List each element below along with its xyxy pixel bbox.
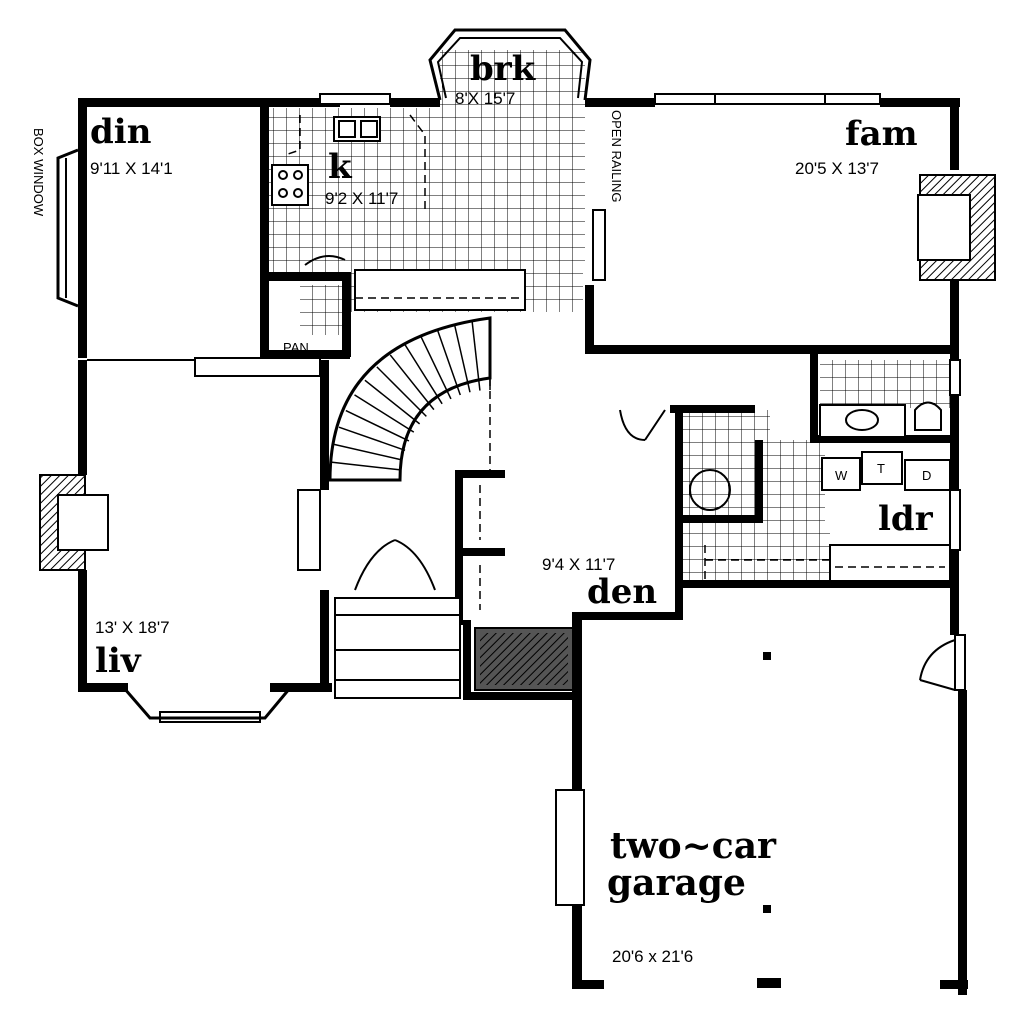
stair-tread: [453, 323, 471, 393]
stair-tread: [376, 366, 427, 417]
stair-tread: [389, 354, 435, 411]
stair-tread: [404, 344, 443, 405]
brk-dims: 8'X 15'7: [455, 89, 515, 108]
fireplace-family: [917, 174, 996, 281]
liv-dims: 13' X 18'7: [95, 618, 170, 637]
stair-tread: [338, 426, 406, 451]
fireplace-living: [39, 474, 109, 571]
pantry-label: PAN.: [283, 340, 312, 355]
stair-tread: [471, 320, 481, 391]
stair-tread: [436, 328, 461, 396]
staircase: [328, 316, 492, 482]
den-name: den: [587, 572, 657, 612]
doors: [87, 255, 956, 691]
garage-name-line2: garage: [607, 862, 746, 904]
stair-tread: [345, 409, 410, 442]
tub-label: T: [877, 461, 885, 476]
liv-name: liv: [95, 641, 142, 681]
garage-dims: 20'6 x 21'6: [612, 947, 693, 966]
planter: [474, 627, 574, 691]
fam-name: fam: [845, 114, 918, 154]
k-name: k: [328, 147, 353, 187]
front-steps: [334, 597, 461, 699]
stair-tread: [354, 394, 415, 433]
dashed-lines: [479, 378, 830, 610]
kitchen-fixtures: [271, 114, 606, 311]
fam-dims: 20'5 X 13'7: [795, 159, 879, 178]
ldr-name: ldr: [878, 499, 934, 539]
k-dims: 9'2 X 11'7: [325, 189, 398, 208]
brk-name: brk: [470, 49, 537, 89]
dryer-label: D: [922, 468, 931, 483]
din-name: din: [90, 112, 151, 152]
garage-name-line1: two~car: [610, 825, 777, 867]
stair-tread: [364, 379, 421, 425]
stair-tread: [333, 443, 403, 461]
box-window-label: BOX WINDOW: [31, 128, 46, 217]
washer-label: W: [835, 468, 848, 483]
garage-marker: [763, 652, 771, 660]
stair-tread: [419, 335, 452, 400]
breakfast-bay: [428, 28, 592, 101]
garage-marker: [763, 905, 771, 913]
den-dims: 9'4 X 11'7: [542, 555, 615, 574]
walls: [78, 98, 968, 995]
open-railing-label: OPEN RAILING: [609, 110, 624, 202]
stair-tread: [330, 461, 401, 471]
din-dims: 9'11 X 14'1: [90, 159, 173, 178]
living-bay: [122, 687, 292, 720]
laundry-fixtures: [689, 401, 951, 582]
